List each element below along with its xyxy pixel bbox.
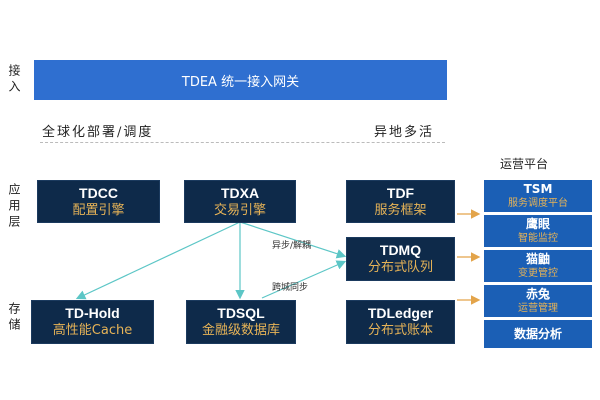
node-tdhold-subtitle: 高性能Cache xyxy=(52,323,133,338)
layer-label-application: 应用层 xyxy=(7,183,21,231)
ops-item-eagle-eye: 鹰眼 智能监控 xyxy=(484,215,592,247)
ops-platform-title: 运营平台 xyxy=(500,157,549,171)
principle-multi-site-active: 异地多活 xyxy=(374,125,435,140)
node-tdcc: TDCC 配置引擎 xyxy=(37,180,160,223)
node-tdmq-subtitle: 分布式队列 xyxy=(367,260,433,275)
edge-label-cross-city-sync: 跨城同步 xyxy=(272,283,309,293)
node-tdhold-title: TD-Hold xyxy=(65,305,120,321)
ops-item-data-analysis-title: 数据分析 xyxy=(513,326,562,341)
node-tdcc-subtitle: 配置引擎 xyxy=(72,202,125,218)
node-tdsql-title: TDSQL xyxy=(217,305,265,321)
edge-label-async-decouple: 异步/解耦 xyxy=(272,241,312,251)
node-tdledger-subtitle: 分布式账本 xyxy=(367,323,433,338)
node-tdledger: TDLedger 分布式账本 xyxy=(346,300,455,344)
ops-item-red-hare-title: 赤兔 xyxy=(525,287,550,301)
access-gateway-bar: TDEA 统一接入网关 xyxy=(34,60,447,100)
ops-item-red-hare-subtitle: 运营管理 xyxy=(518,303,558,314)
ops-item-data-analysis: 数据分析 xyxy=(484,320,592,348)
node-tdsql: TDSQL 金融级数据库 xyxy=(186,300,296,344)
ops-item-tsm-subtitle: 服务调度平台 xyxy=(508,198,568,209)
ops-item-mongoose: 猫鼬 变更管控 xyxy=(484,250,592,282)
edge-tdxa-to-tdhold xyxy=(75,221,241,300)
layer-label-access: 接入 xyxy=(7,64,21,96)
node-tdledger-title: TDLedger xyxy=(367,305,434,321)
node-tdsql-subtitle: 金融级数据库 xyxy=(201,323,280,338)
layer-label-storage: 存储 xyxy=(7,302,21,334)
ops-item-eagle-eye-subtitle: 智能监控 xyxy=(518,233,558,244)
node-tdf-subtitle: 服务框架 xyxy=(374,202,427,218)
node-tdmq: TDMQ 分布式队列 xyxy=(346,237,455,281)
ops-item-eagle-eye-title: 鹰眼 xyxy=(525,217,550,231)
node-tdhold: TD-Hold 高性能Cache xyxy=(31,300,154,344)
principle-global-deployment: 全球化部署/调度 xyxy=(42,125,154,140)
node-tdxa: TDXA 交易引擎 xyxy=(184,180,296,223)
ops-item-tsm: TSM 服务调度平台 xyxy=(484,180,592,212)
node-tdxa-title: TDXA xyxy=(220,184,260,201)
principle-divider xyxy=(40,142,445,143)
edge-tdsql-to-tdmq xyxy=(261,260,347,299)
ops-item-tsm-title: TSM xyxy=(523,182,553,196)
ops-item-mongoose-title: 猫鼬 xyxy=(525,252,550,266)
node-tdf-title: TDF xyxy=(386,184,415,201)
edge-tdxa-to-tdmq xyxy=(239,221,347,259)
ops-item-mongoose-subtitle: 变更管控 xyxy=(518,268,558,279)
node-tdf: TDF 服务框架 xyxy=(346,180,455,223)
ops-item-red-hare: 赤兔 运营管理 xyxy=(484,285,592,317)
node-tdxa-subtitle: 交易引擎 xyxy=(213,202,266,218)
node-tdcc-title: TDCC xyxy=(79,184,118,201)
node-tdmq-title: TDMQ xyxy=(379,242,422,258)
